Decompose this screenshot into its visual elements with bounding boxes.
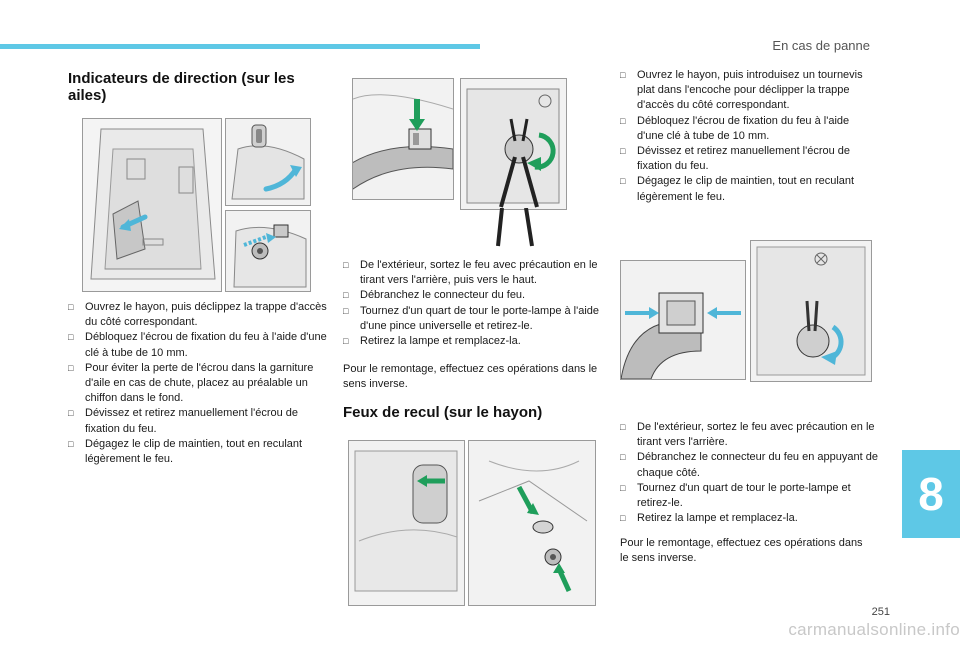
list-item: □ Débranchez le connecteur du feu en appu… [620, 450, 878, 480]
list-item: □ Débranchez le connecteur du feu. [343, 288, 599, 303]
checkbox-icon: □ [620, 452, 626, 463]
checkbox-icon: □ [343, 260, 349, 270]
tailgate-nut-illustration [469, 441, 595, 605]
checkbox-icon: □ [620, 176, 626, 187]
list-item: □ Ouvrez le hayon, puis introduisez un to… [620, 68, 878, 114]
figure-tailgate-nut [468, 440, 596, 606]
checkbox-icon: □ [343, 305, 349, 316]
right-bottom-steps-list: □ De l'extérieur, sortez le feu avec préc… [620, 420, 878, 526]
list-item: □ De l'extérieur, sortez le feu avec préc… [343, 258, 599, 288]
list-item: □ Débloquez l'écrou de fixation du feu à … [620, 114, 878, 144]
figure-lamp-holder-pliers [460, 78, 567, 210]
list-item: □ Tournez d'un quart de tour le porte-lam… [343, 304, 599, 334]
step-text: Dégagez le clip de maintien, tout en rec… [637, 175, 855, 203]
figure-tailgate-flap [348, 440, 465, 606]
checkbox-icon: □ [620, 513, 626, 524]
figure-nut-wrench [225, 210, 311, 292]
middle-reassembly-note: Pour le remontage, effectuez ces opérati… [343, 363, 598, 391]
right-reassembly-note: Pour le remontage, effectuez ces opérati… [620, 537, 863, 565]
checkbox-icon: □ [343, 290, 349, 301]
figure-connector [352, 78, 454, 200]
checkbox-icon: □ [620, 422, 626, 432]
step-text: Pour éviter la perte de l'écrou dans la … [85, 361, 314, 405]
step-text: Ouvrez le hayon, puis déclippez la trapp… [85, 301, 327, 329]
lamp-holder-turn-illustration [751, 241, 871, 381]
step-text: Débloquez l'écrou de fixation du feu à l… [85, 331, 327, 359]
pliers-handles-illustration [496, 207, 534, 247]
checkbox-icon: □ [68, 302, 74, 312]
wing-indicators-title: Indicateurs de direction (sur les ailes) [68, 70, 295, 104]
watermark: carmanualsonline.info [788, 620, 960, 639]
step-text: Débranchez le connecteur du feu. [360, 289, 526, 302]
list-item: □ Ouvrez le hayon, puis déclippez la trap… [68, 300, 330, 330]
list-item: □ Pour éviter la perte de l'écrou dans la… [68, 361, 330, 407]
list-item: □ Dévissez et retirez manuellement l'écro… [620, 144, 878, 174]
figure-boot-access [82, 118, 222, 292]
figure-lamp-holder-turn [750, 240, 872, 382]
pliers-handles [492, 207, 542, 248]
section-title: En cas de panne [772, 38, 870, 53]
checkbox-icon: □ [68, 362, 74, 373]
checkbox-icon: □ [68, 438, 74, 449]
nut-wrench-illustration [226, 211, 310, 291]
list-item: □ Débloquez l'écrou de fixation du feu à … [68, 330, 330, 360]
list-item: □ Dégagez le clip de maintien, tout en re… [68, 437, 330, 467]
list-item: □ De l'extérieur, sortez le feu avec préc… [620, 420, 878, 450]
checkbox-icon: □ [68, 332, 74, 343]
step-text: Ouvrez le hayon, puis introduisez un tou… [637, 69, 863, 112]
access-flap-illustration [226, 119, 310, 205]
checkbox-icon: □ [620, 115, 626, 126]
step-text: Dégagez le clip de maintien, tout en rec… [85, 437, 303, 466]
step-text: Dévissez et retirez manuellement l'écrou… [85, 407, 299, 435]
checkbox-icon: □ [620, 146, 626, 157]
connector-press-illustration [621, 261, 745, 379]
tailgate-flap-illustration [349, 441, 464, 605]
reversing-lights-title: Feux de recul (sur le hayon) [343, 404, 543, 421]
step-text: Dévissez et retirez manuellement l'écrou… [637, 145, 851, 173]
figure-connector-press [620, 260, 746, 380]
step-text: Débranchez le connecteur du feu en appuy… [637, 451, 878, 479]
checkbox-icon: □ [620, 482, 626, 493]
step-text: Débloquez l'écrou de fixation du feu à l… [637, 114, 850, 142]
wing-steps-list: □ Ouvrez le hayon, puis déclippez la trap… [68, 300, 330, 467]
middle-steps-list: □ De l'extérieur, sortez le feu avec préc… [343, 258, 599, 349]
checkbox-icon: □ [68, 408, 74, 419]
list-item: □ Retirez la lampe et remplacez-la. [620, 511, 878, 526]
figure-access-flap [225, 118, 311, 206]
chapter-tab: 8 [902, 450, 960, 538]
right-top-steps-list: □ Ouvrez le hayon, puis introduisez un to… [620, 68, 878, 205]
list-item: □ Retirez la lampe et remplacez-la. [343, 334, 599, 349]
header-accent-bar [0, 44, 480, 49]
checkbox-icon: □ [620, 70, 626, 80]
step-text: Tournez d'un quart de tour le porte-lamp… [360, 304, 600, 332]
connector-illustration [353, 79, 453, 199]
step-text: De l'extérieur, sortez le feu avec préca… [360, 259, 598, 287]
pliers-illustration [461, 79, 566, 209]
list-item: □ Dégagez le clip de maintien, tout en re… [620, 174, 878, 204]
step-text: De l'extérieur, sortez le feu avec préca… [637, 421, 875, 449]
step-text: Retirez la lampe et remplacez-la. [360, 335, 521, 348]
step-text: Retirez la lampe et remplacez-la. [637, 512, 798, 525]
list-item: □ Tournez d'un quart de tour le porte-lam… [620, 481, 878, 511]
boot-illustration [83, 119, 221, 291]
list-item: □ Dévissez et retirez manuellement l'écro… [68, 406, 330, 436]
checkbox-icon: □ [343, 336, 349, 347]
step-text: Tournez d'un quart de tour le porte-lamp… [637, 481, 851, 510]
page-number: 251 [871, 606, 890, 618]
